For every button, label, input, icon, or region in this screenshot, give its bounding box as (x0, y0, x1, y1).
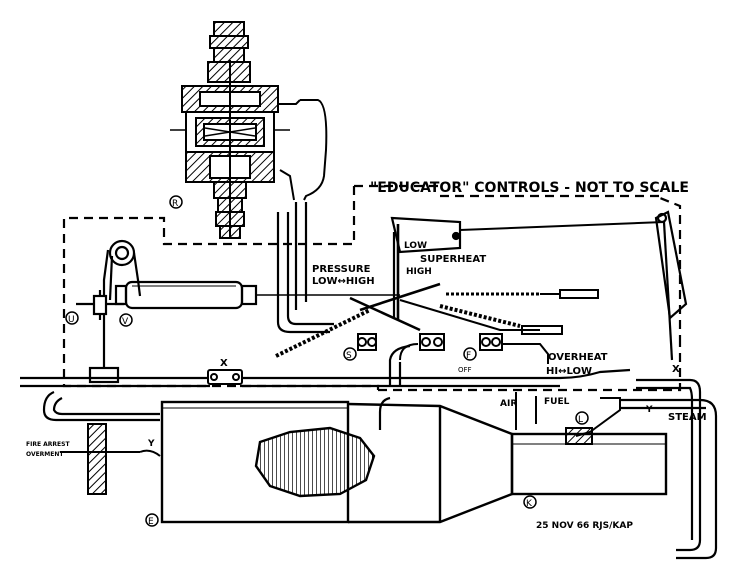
label-pressure: PRESSURE (312, 264, 371, 275)
air-fuel-lines (515, 392, 621, 445)
svg-text:U: U (68, 315, 75, 325)
svg-text:V: V (122, 317, 129, 327)
label-air: AIR (500, 399, 517, 409)
linkage-springs (275, 282, 599, 358)
svg-text:E: E (148, 517, 154, 527)
label-superheat: SUPERHEAT (420, 254, 486, 265)
thermostat-coil-assembly (76, 239, 142, 384)
label-overment: OVERMENT (26, 451, 64, 458)
pressure-tubes (276, 202, 334, 334)
svg-text:L: L (578, 415, 583, 425)
label-off: OFF (458, 366, 472, 374)
part-label-u: U (65, 311, 79, 325)
label-x-left: X (220, 358, 228, 369)
pipe-clamp-x (207, 369, 243, 385)
label-pressure-low-high: LOW↔HIGH (312, 276, 375, 287)
diagram-title: "EDUCATOR" CONTROLS - NOT TO SCALE (370, 180, 689, 196)
label-steam: STEAM (668, 412, 707, 423)
part-label-l: L (575, 411, 589, 425)
svg-text:R: R (172, 199, 178, 209)
svg-text:F: F (466, 351, 471, 361)
burner-chamber (160, 400, 668, 524)
right-pivot-lever (654, 210, 688, 361)
label-low: LOW (404, 241, 427, 251)
label-y-left: Y (147, 439, 155, 449)
label-x-right: X (672, 364, 680, 375)
label-y-right: Y (645, 405, 653, 415)
main-pipes (20, 344, 718, 560)
part-label-k: K (523, 495, 537, 509)
part-label-r: R (169, 195, 183, 209)
label-fire-arrest: FIRE ARREST (26, 441, 70, 448)
superheat-lever-plate (390, 216, 665, 320)
label-overheat: OVERHEAT (548, 352, 608, 363)
fire-arrest-fitting (60, 423, 161, 495)
cylinder-v (114, 280, 400, 310)
part-label-e: E (145, 513, 159, 527)
burner-cutaway (254, 426, 376, 498)
svg-text:S: S (346, 351, 352, 361)
control-knobs (357, 333, 549, 364)
label-hi-low: HI↔LOW (546, 366, 592, 377)
part-label-s: S (343, 347, 357, 361)
part-label-f: F (463, 347, 477, 361)
label-fuel: FUEL (544, 397, 570, 407)
svg-text:K: K (526, 499, 533, 509)
valve-assembly-r (170, 21, 328, 239)
date-signature: 25 NOV 66 RJS/KAP (536, 521, 633, 531)
part-label-v: V (119, 313, 133, 327)
label-high: HIGH (406, 267, 432, 277)
